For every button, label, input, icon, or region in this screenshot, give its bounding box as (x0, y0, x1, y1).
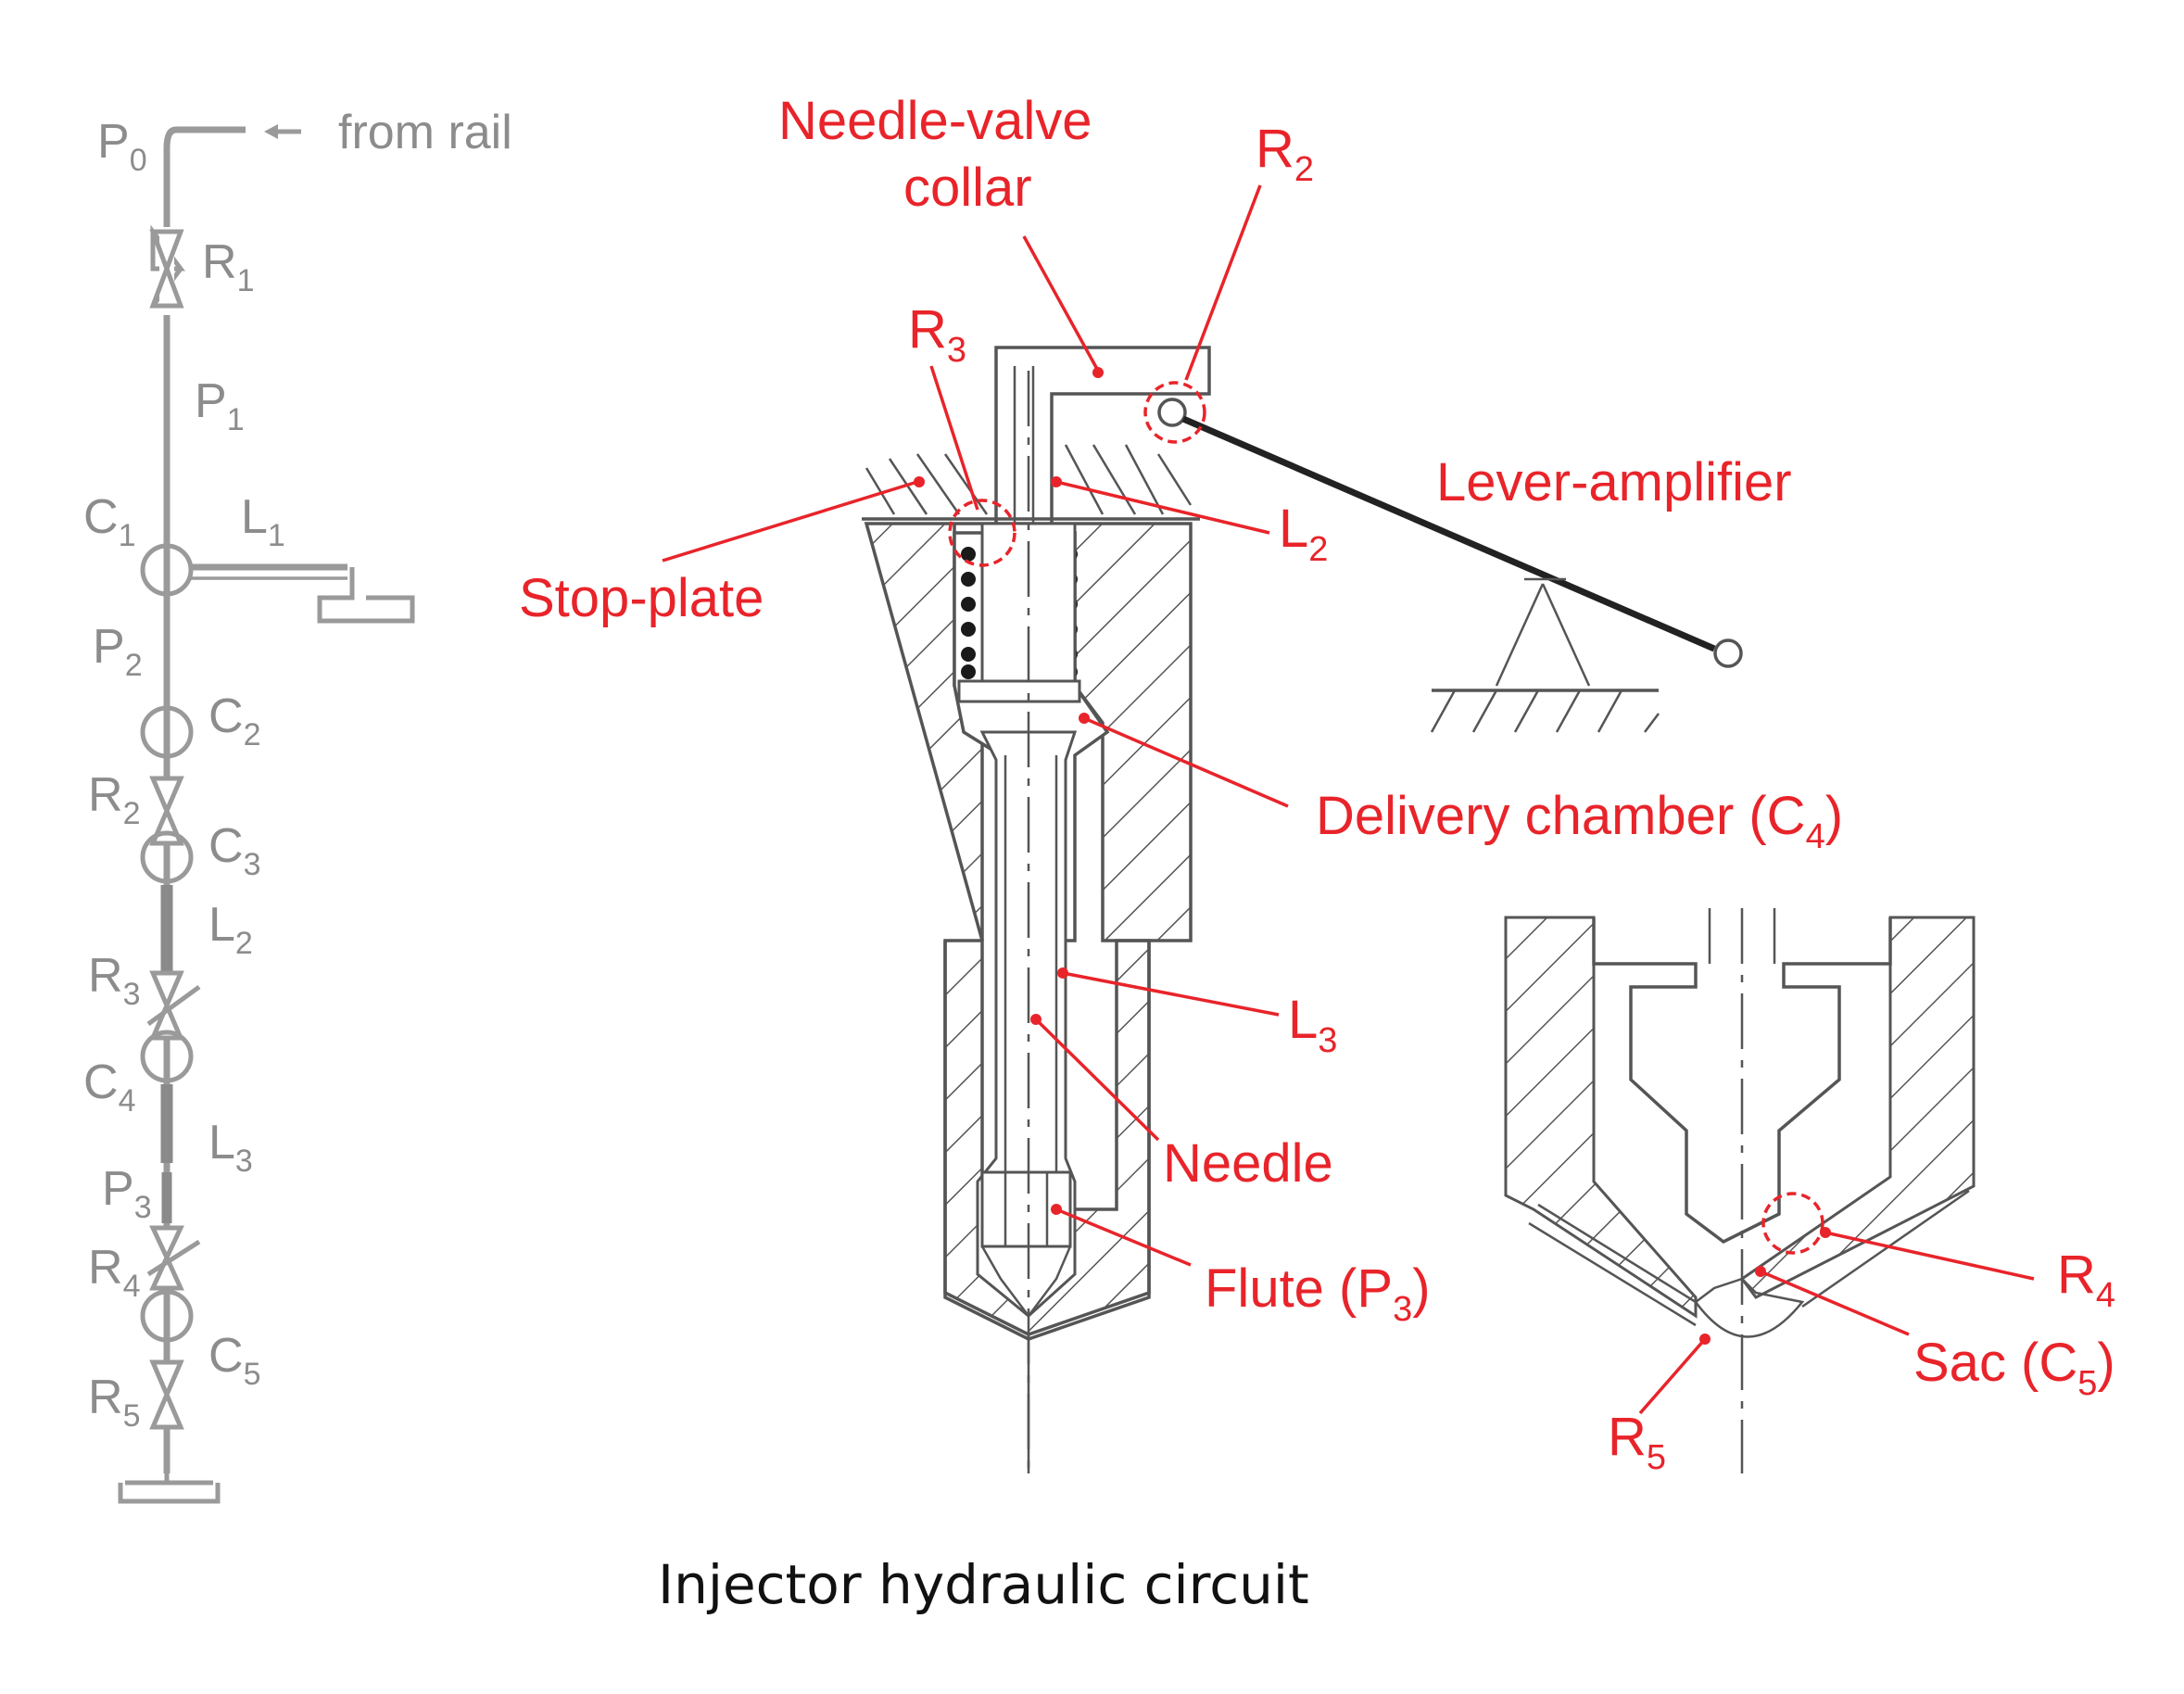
needle-valve-collar (994, 346, 1211, 524)
label-l2: L2 (1279, 499, 1328, 569)
tip-needle-body (1592, 917, 1892, 1245)
label-r3: R3 (88, 949, 140, 1012)
label-r3: R3 (908, 299, 966, 370)
r4-variable-arrow (146, 1239, 201, 1277)
r2-circle (1143, 381, 1206, 444)
l1-tank-icon (317, 567, 415, 624)
label-needle: Needle (1163, 1133, 1333, 1194)
r1-restriction-icon (149, 224, 185, 315)
lever-pivot-left (1157, 398, 1187, 427)
lever-pivot-right (1713, 638, 1743, 668)
label-c3: C3 (208, 819, 260, 882)
label-c4: C4 (83, 1056, 135, 1119)
label-p1: P1 (195, 374, 245, 437)
tip-wall-right (1739, 916, 1976, 1299)
lever-amplifier-arm (1181, 415, 1716, 652)
leader-l2 (1055, 480, 1270, 535)
annotations: Needle-valve collar R2 R3 Lever-amplifie… (519, 91, 2115, 1477)
label-l2: L2 (208, 898, 253, 961)
nozzle-tip-detail (1504, 908, 1976, 1473)
label-delivery-chamber: Delivery chamber (C4) (1316, 786, 1843, 856)
tip-sac (1694, 1277, 1805, 1338)
label-r5: R5 (1608, 1407, 1666, 1477)
c3-node (140, 830, 194, 884)
label-r2: R2 (1256, 119, 1314, 189)
label-l1: L1 (241, 490, 285, 553)
spring-seat (957, 679, 1081, 703)
leader-r4 (1824, 1231, 2035, 1281)
c2-node (140, 705, 194, 759)
label-c5: C5 (208, 1329, 260, 1392)
label-sac: Sac (C5) (1913, 1333, 2115, 1403)
label-lever-amplifier: Lever-amplifier (1436, 452, 1792, 512)
label-stop-plate: Stop-plate (519, 568, 764, 628)
label-flute: Flute (P3) (1205, 1258, 1431, 1329)
label-p2: P2 (93, 620, 143, 683)
c5-node (140, 1289, 194, 1343)
stop-plate-hatch (865, 444, 1193, 515)
label-r2: R2 (88, 768, 140, 831)
label-p0: P0 (97, 115, 147, 178)
spray-hole-left (1528, 1203, 1697, 1327)
circuit-main-line (163, 126, 177, 1473)
r4-restriction-icon (149, 1225, 184, 1291)
r3-variable-arrow (146, 984, 201, 1027)
leader-delivery-chamber (1083, 716, 1289, 808)
label-r4: R4 (88, 1241, 140, 1304)
leader-needle (1034, 1018, 1160, 1142)
fulcrum (1495, 577, 1591, 687)
label-from-rail: from rail (338, 106, 512, 159)
leader-flute (1055, 1207, 1192, 1267)
label-r1: R1 (202, 235, 254, 298)
ground-hatch (1430, 689, 1660, 733)
bottom-tank-icon (118, 1473, 221, 1504)
label-c1: C1 (83, 490, 135, 553)
leader-stop-plate (662, 480, 918, 563)
label-l3: L3 (208, 1116, 253, 1179)
label-needle-valve-collar-2: collar (903, 158, 1032, 218)
leader-r5 (1638, 1337, 1707, 1415)
label-needle-valve-collar-1: Needle-valve (778, 91, 1092, 151)
nozzle-bore (976, 730, 1078, 1318)
leader-r2 (1184, 184, 1262, 381)
label-r5: R5 (88, 1371, 140, 1434)
label-r4: R4 (2057, 1245, 2115, 1315)
hydraulic-circuit-schematic: P0 from rail R1 P1 C1 L1 P2 C2 R2 C3 L2 … (83, 106, 512, 1504)
leader-sac (1760, 1270, 1910, 1336)
c4-node (140, 1030, 194, 1083)
leader-l3 (1062, 971, 1280, 1017)
spray-hole-right (1801, 1189, 1970, 1308)
rail-arrow-icon (264, 124, 278, 139)
r3-circle (948, 499, 1016, 567)
tip-wall-left (1504, 916, 1698, 1319)
label-c2: C2 (208, 689, 260, 752)
figure-caption: Injector hydraulic circuit (658, 1553, 1309, 1616)
r4-circle (1761, 1192, 1824, 1255)
r5-restriction-icon (149, 1359, 184, 1430)
leader-r3 (929, 365, 979, 511)
leader-collar (1022, 235, 1100, 372)
label-l3: L3 (1288, 990, 1337, 1060)
label-p3: P3 (102, 1162, 152, 1225)
r2-restriction-icon (149, 776, 184, 846)
